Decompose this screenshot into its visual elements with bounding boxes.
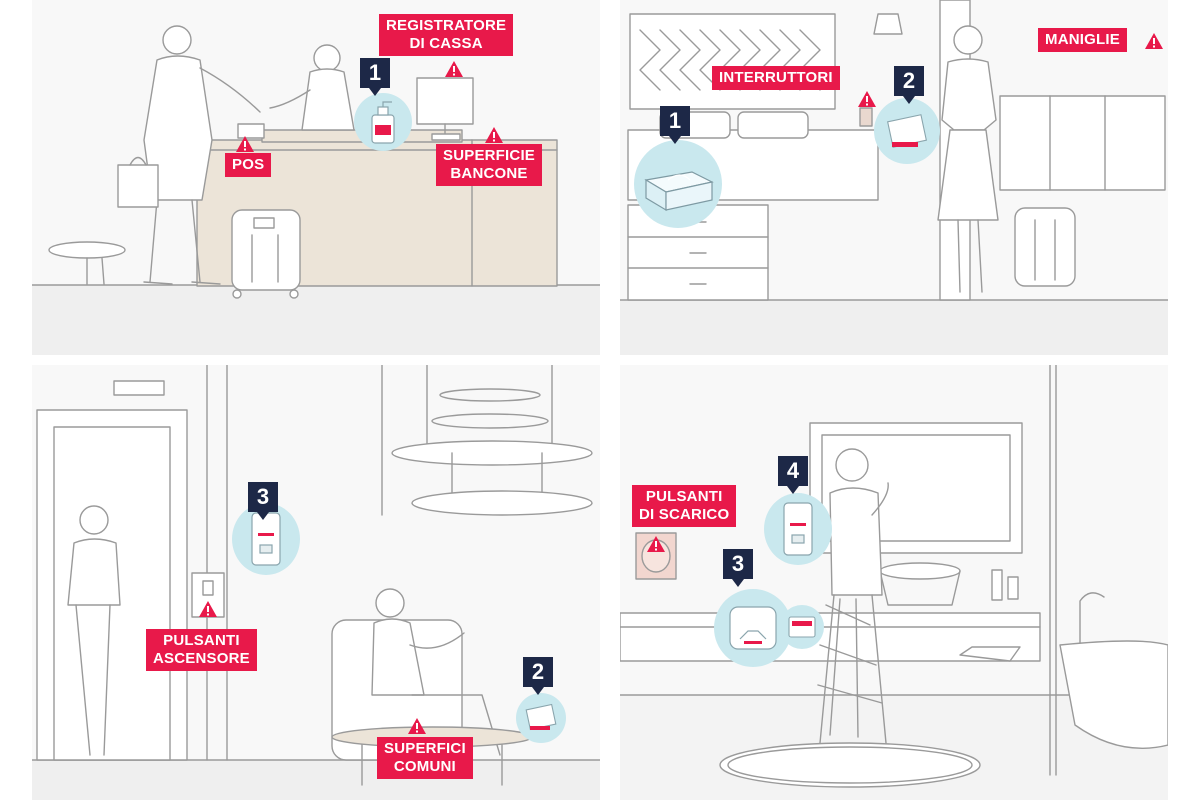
warning-triangle-icon (858, 91, 876, 107)
warning-triangle-icon (445, 61, 463, 77)
badge-bedroom-1: 1 (660, 106, 690, 144)
refill-product (780, 605, 824, 649)
bathroom-scene (620, 365, 1168, 800)
panel-bedroom: 1 2 INTERRUTTORI MANIGLIE (620, 0, 1168, 355)
badge-lobby-3: 3 (248, 482, 278, 520)
label-pos[interactable]: POS (225, 153, 272, 177)
toilet-seat-dispenser-product (714, 589, 792, 667)
badge-reception-1: 1 (360, 58, 390, 96)
badge-bathroom-3: 3 (723, 549, 753, 587)
sanitizer-bottle-product (354, 93, 412, 151)
warning-triangle-icon (199, 601, 217, 617)
label-maniglie[interactable]: MANIGLIE (1038, 28, 1127, 52)
warning-triangle-icon (647, 536, 665, 552)
lobby-scene (32, 365, 600, 800)
warning-triangle-icon (236, 136, 254, 152)
badge-bedroom-2: 2 (894, 66, 924, 104)
badge-bathroom-4: 4 (778, 456, 808, 494)
dispenser-product (764, 493, 832, 565)
badge-lobby-2: 2 (523, 657, 553, 695)
warning-triangle-icon (1145, 33, 1163, 49)
wipes-pack-product (516, 693, 566, 743)
warning-triangle-icon (485, 127, 503, 143)
tissue-box-product (634, 140, 722, 228)
warning-triangle-icon (408, 718, 426, 734)
wipes-pack-product (874, 98, 940, 164)
label-interruttori[interactable]: INTERRUTTORI (712, 66, 840, 90)
